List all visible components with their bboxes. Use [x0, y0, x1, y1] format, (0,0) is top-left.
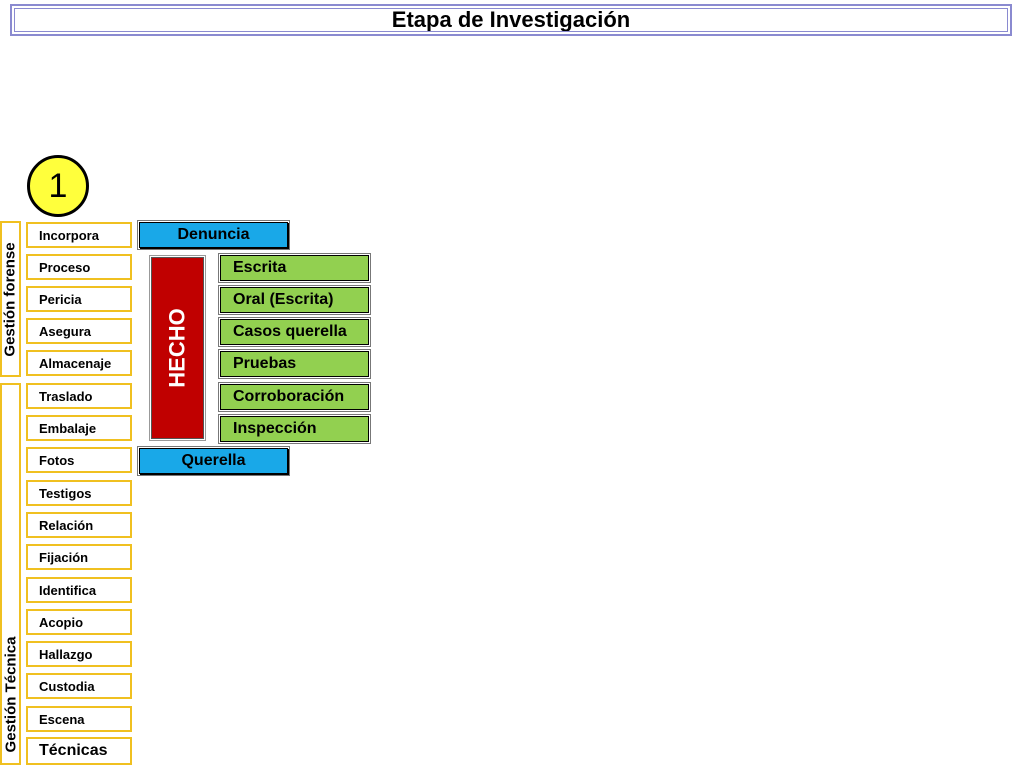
- hecho-item: Oral (Escrita): [218, 285, 371, 315]
- tecnica-item: Custodia: [26, 673, 132, 699]
- tecnica-item: Almacenaje: [26, 350, 132, 376]
- gestion-forense-label: Gestión forense: [2, 241, 20, 357]
- tecnica-item: Proceso: [26, 254, 132, 280]
- hecho-label: HECHO: [164, 308, 190, 388]
- hecho-box: HECHO: [149, 255, 206, 441]
- step-number-circle: 1: [27, 155, 89, 217]
- gestion-tecnica-label: Gestión Técnica: [2, 636, 19, 753]
- tecnicas-label: Técnicas: [26, 737, 132, 765]
- tecnica-item: Pericia: [26, 286, 132, 312]
- tecnica-item: Testigos: [26, 480, 132, 506]
- gestion-tecnica-label-box: Gestión Técnica: [0, 383, 21, 765]
- tecnica-item: Escena: [26, 706, 132, 732]
- hecho-item: Casos querella: [218, 317, 371, 347]
- page-title: Etapa de Investigación: [391, 7, 631, 32]
- hecho-item: Corroboración: [218, 382, 371, 412]
- querella-box: Querella: [137, 446, 290, 476]
- denuncia-box: Denuncia: [137, 220, 290, 250]
- tecnica-item: Embalaje: [26, 415, 132, 441]
- title-box: Etapa de Investigación: [10, 4, 1012, 36]
- tecnica-item: Relación: [26, 512, 132, 538]
- tecnica-item: Hallazgo: [26, 641, 132, 667]
- gestion-forense-label-box: Gestión forense: [0, 221, 21, 377]
- tecnica-item: Identifica: [26, 577, 132, 603]
- tecnica-item: Traslado: [26, 383, 132, 409]
- hecho-item: Pruebas: [218, 349, 371, 379]
- tecnica-item: Asegura: [26, 318, 132, 344]
- step-number: 1: [48, 166, 68, 205]
- tecnica-item: Incorpora: [26, 222, 132, 248]
- hecho-item: Inspección: [218, 414, 371, 444]
- tecnica-item: Fijación: [26, 544, 132, 570]
- tecnica-item: Acopio: [26, 609, 132, 635]
- hecho-item: Escrita: [218, 253, 371, 283]
- tecnica-item: Fotos: [26, 447, 132, 473]
